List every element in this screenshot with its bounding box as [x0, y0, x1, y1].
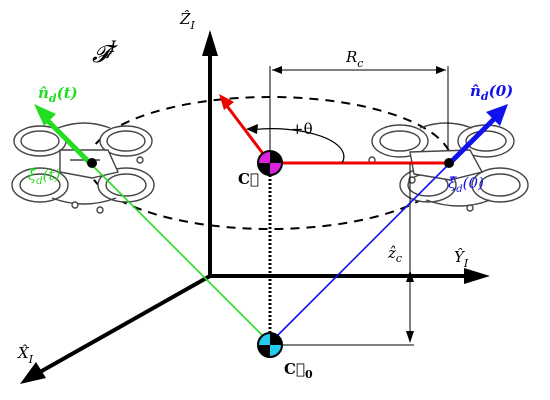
angle-arc-arrowhead [246, 124, 258, 134]
z-axis-arrowhead [202, 30, 218, 56]
green-normal-vector [42, 115, 94, 167]
z-axis-label: ẐI [179, 10, 195, 32]
blue-line-to-drone [269, 162, 451, 344]
angle-label: +θ [291, 120, 313, 138]
zc-arrow-down [406, 331, 414, 343]
radius-label: Rc [345, 48, 363, 70]
center-c-marker [257, 150, 283, 176]
blue-normal-vector [448, 117, 496, 165]
zc-arrow-up [406, 270, 414, 282]
green-normal-arrowhead [34, 104, 56, 126]
frame-label: 𝓕I [92, 37, 118, 68]
drone-right-center [444, 158, 454, 168]
rc-arrow-right [436, 66, 446, 74]
height-label: ẑc [387, 244, 402, 265]
rc-arrow-left [272, 66, 282, 74]
center0-label: C⃗0 [284, 360, 313, 381]
ed-t-label: ξ̂d(t) [28, 166, 61, 187]
x-axis-arrowhead [20, 362, 46, 384]
center-label: C⃗ [238, 170, 259, 188]
x-axis-label: X̂I [17, 344, 34, 366]
quadrotor-right [368, 122, 529, 212]
center-c0-marker [257, 332, 283, 358]
blue-normal-arrowhead [486, 104, 508, 126]
x-axis-line [39, 274, 211, 374]
ed-0-label: ξ̂d(0) [448, 174, 484, 195]
drone-left-center [87, 158, 97, 168]
nd-0-label: n̂d(0) [470, 82, 513, 103]
y-axis-arrowhead [464, 268, 490, 284]
nd-t-label: n̂d(t) [38, 84, 78, 105]
y-axis-label: ŶI [454, 248, 469, 270]
quadrotor-left [11, 122, 155, 214]
red-radius-arrowhead [219, 94, 234, 110]
green-line-to-drone [91, 164, 271, 344]
